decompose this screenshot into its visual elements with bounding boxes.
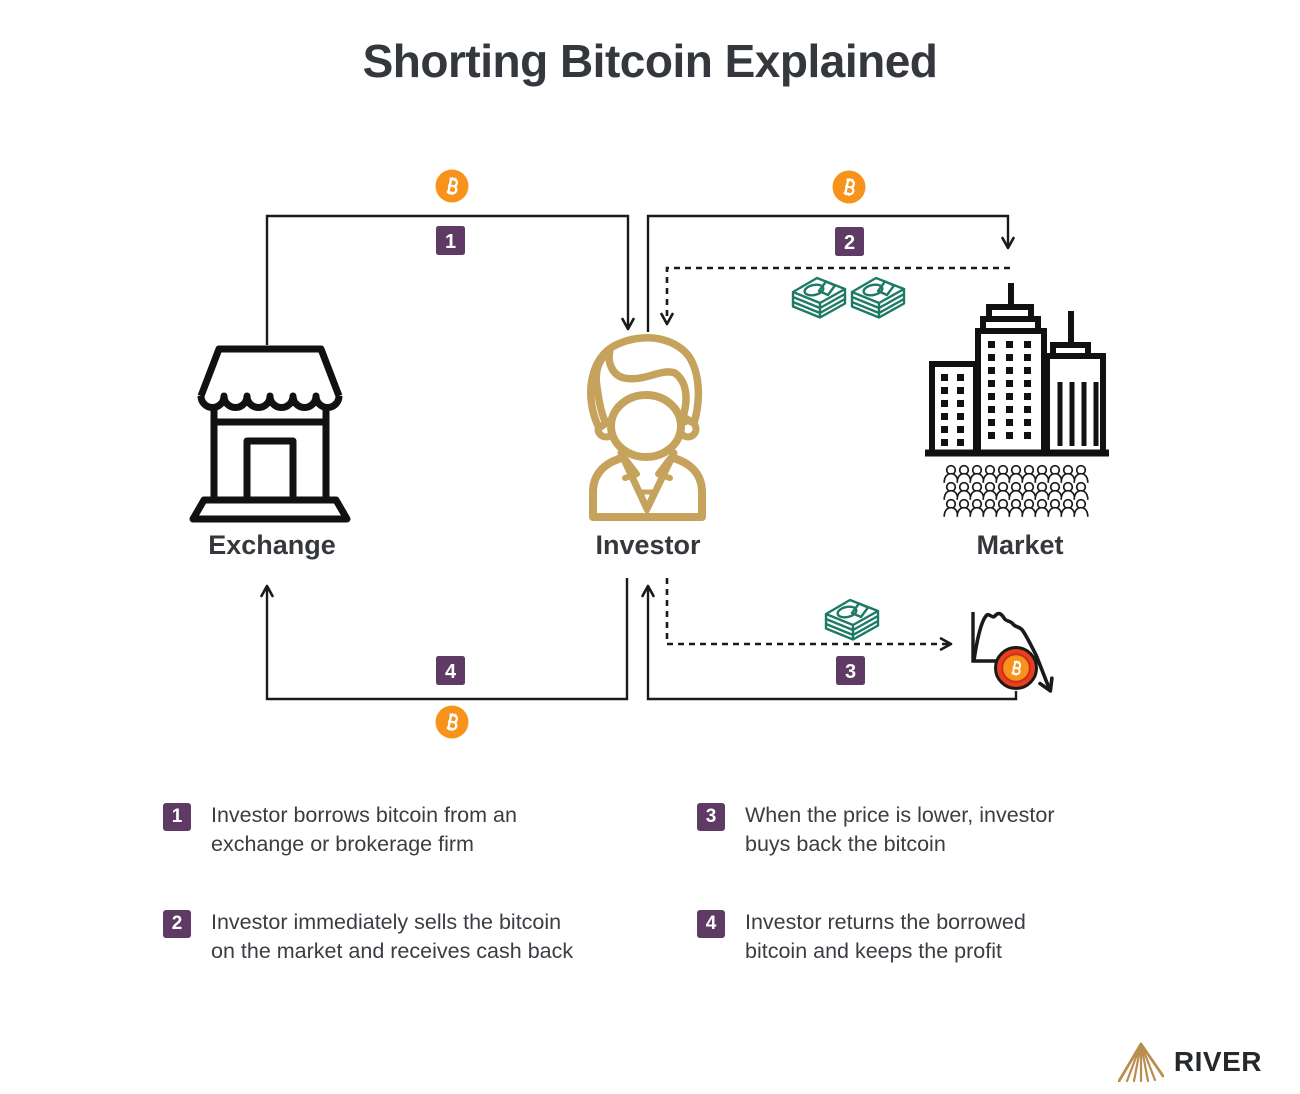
flow-arrows (260, 214, 1018, 701)
brand-logo: RIVER (1117, 1042, 1262, 1082)
legend-text-2: Investor immediately sells the bitcoin o… (211, 910, 574, 963)
flow-1-bitcoin-arrow (265, 214, 635, 345)
legend-text-4: Investor returns the borrowed bitcoin an… (745, 910, 1026, 963)
legend-item-2: 2 Investor immediately sells the bitcoin… (163, 908, 573, 966)
flow-4-bitcoin-arrow (260, 578, 629, 701)
river-logo-icon (1117, 1042, 1164, 1082)
cash-stack-icon (824, 598, 880, 641)
declining-price-line (972, 611, 1054, 693)
step-2-badge: 2 (835, 227, 864, 256)
step-3-badge: 3 (836, 656, 865, 685)
svg-text:2: 2 (844, 232, 855, 254)
legend-badge-2: 2 (163, 910, 191, 938)
flow-2-bitcoin-arrow (646, 214, 1015, 332)
cash-stack-icon (791, 276, 847, 319)
step-1-badge: 1 (436, 226, 465, 255)
exchange-store-icon (189, 345, 351, 523)
legend-item-4: 4 Investor returns the borrowed bitcoin … (697, 908, 1026, 966)
legend-badge-3: 3 (697, 803, 725, 831)
page-title: Shorting Bitcoin Explained (362, 35, 938, 87)
step-4-badge: 4 (436, 656, 465, 685)
legend-text-1: Investor borrows bitcoin from an exchang… (211, 803, 517, 856)
bitcoin-icon (435, 705, 469, 739)
legend-item-3: 3 When the price is lower, investor buys… (697, 801, 1055, 859)
legend-badge-1: 1 (163, 803, 191, 831)
legend-badge-4: 4 (697, 910, 725, 938)
bitcoin-icon (832, 170, 866, 204)
bitcoin-icon (435, 169, 469, 203)
legend-item-1: 1 Investor borrows bitcoin from an excha… (163, 801, 517, 859)
investor-person-icon (587, 334, 706, 521)
flow-3-bitcoin-arrow (641, 584, 1018, 701)
bitcoin-low-price-icon (994, 646, 1038, 690)
cash-stack-icon (850, 276, 906, 319)
svg-text:1: 1 (445, 231, 456, 253)
brand-name: RIVER (1173, 1046, 1262, 1077)
svg-text:3: 3 (845, 661, 856, 683)
market-label: Market (976, 530, 1063, 560)
flow-2-cash-dashed-arrow (660, 266, 1010, 326)
crowd-icon (943, 464, 1089, 518)
flow-3-cash-dashed-arrow (665, 578, 953, 651)
legend-text-3: When the price is lower, investor buys b… (745, 803, 1055, 856)
investor-label: Investor (595, 530, 701, 560)
exchange-label: Exchange (208, 530, 336, 560)
market-buildings-icon (925, 283, 1109, 457)
svg-text:4: 4 (445, 661, 457, 683)
